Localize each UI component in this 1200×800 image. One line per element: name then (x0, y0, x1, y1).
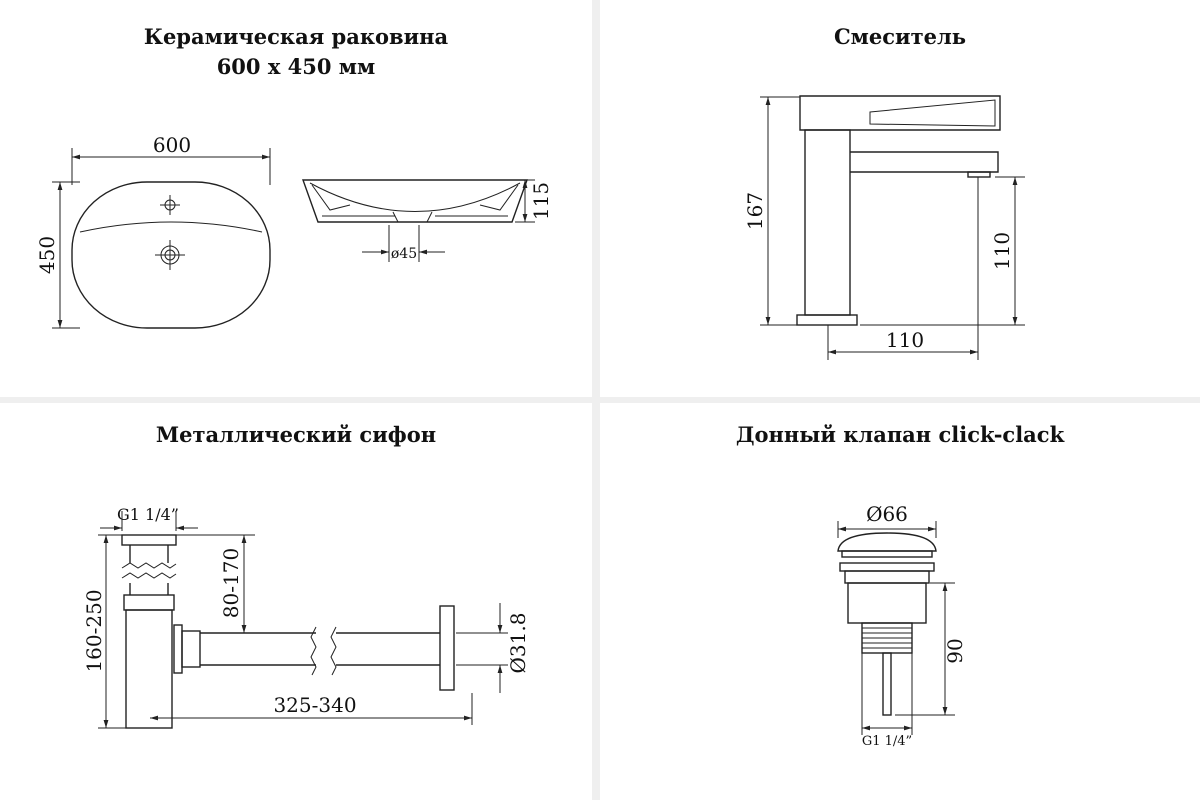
sink-panel: Керамическая раковина 600 x 450 мм 600 45… (0, 0, 592, 397)
sink-title: Керамическая раковина 600 x 450 мм (0, 22, 592, 82)
sink-depth-label: 450 (35, 236, 59, 274)
siphon-thread-label: G1 1/4” (117, 505, 179, 524)
siphon-height-label: 160-250 (82, 589, 106, 672)
siphon-diameter-label: Ø31.8 (506, 613, 530, 674)
sink-drain-label: ø45 (391, 246, 417, 262)
drain-valve-panel: Донный клапан click-clack Ø66 90 G1 1/4” (600, 403, 1200, 800)
sink-title-line1: Керамическая раковина (143, 24, 449, 49)
sink-drawing: 600 450 115 ø45 (35, 133, 553, 329)
faucet-drawing: 167 110 110 (743, 95, 1025, 360)
drain-valve-side-view (837, 532, 937, 716)
siphon-drawing: G1 1/4” 160-250 80-170 325-340 Ø31.8 (82, 505, 530, 729)
sink-height-label: 115 (529, 182, 553, 220)
sink-width-label: 600 (153, 133, 191, 157)
valve-diameter-label: Ø66 (866, 502, 908, 526)
siphon-length-label: 325-340 (273, 693, 356, 717)
overflow-hole-icon (160, 195, 180, 215)
faucet-title: Смеситель (833, 24, 967, 49)
faucet-side-view (796, 95, 1001, 326)
valve-thread-label: G1 1/4” (862, 734, 912, 749)
faucet-reach-label: 110 (886, 328, 924, 352)
sink-title-line2: 600 x 450 мм (216, 54, 376, 79)
faucet-hole-icon (155, 240, 185, 270)
faucet-spout-height-label: 110 (990, 232, 1014, 270)
siphon-side-view (121, 534, 455, 729)
siphon-panel: Металлический сифон G1 1/4” 160-250 80-1… (0, 403, 592, 800)
drain-valve-title: Донный клапан click-clack (735, 422, 1065, 447)
sink-side-view (302, 179, 528, 223)
valve-height-label: 90 (943, 638, 967, 663)
faucet-height-label: 167 (743, 192, 767, 230)
faucet-panel: Смеситель 167 110 110 (600, 0, 1200, 397)
siphon-title: Металлический сифон (155, 422, 437, 447)
drain-valve-drawing: Ø66 90 G1 1/4” (837, 502, 967, 749)
sink-top-view (71, 181, 271, 329)
siphon-adjust-label: 80-170 (219, 548, 243, 618)
